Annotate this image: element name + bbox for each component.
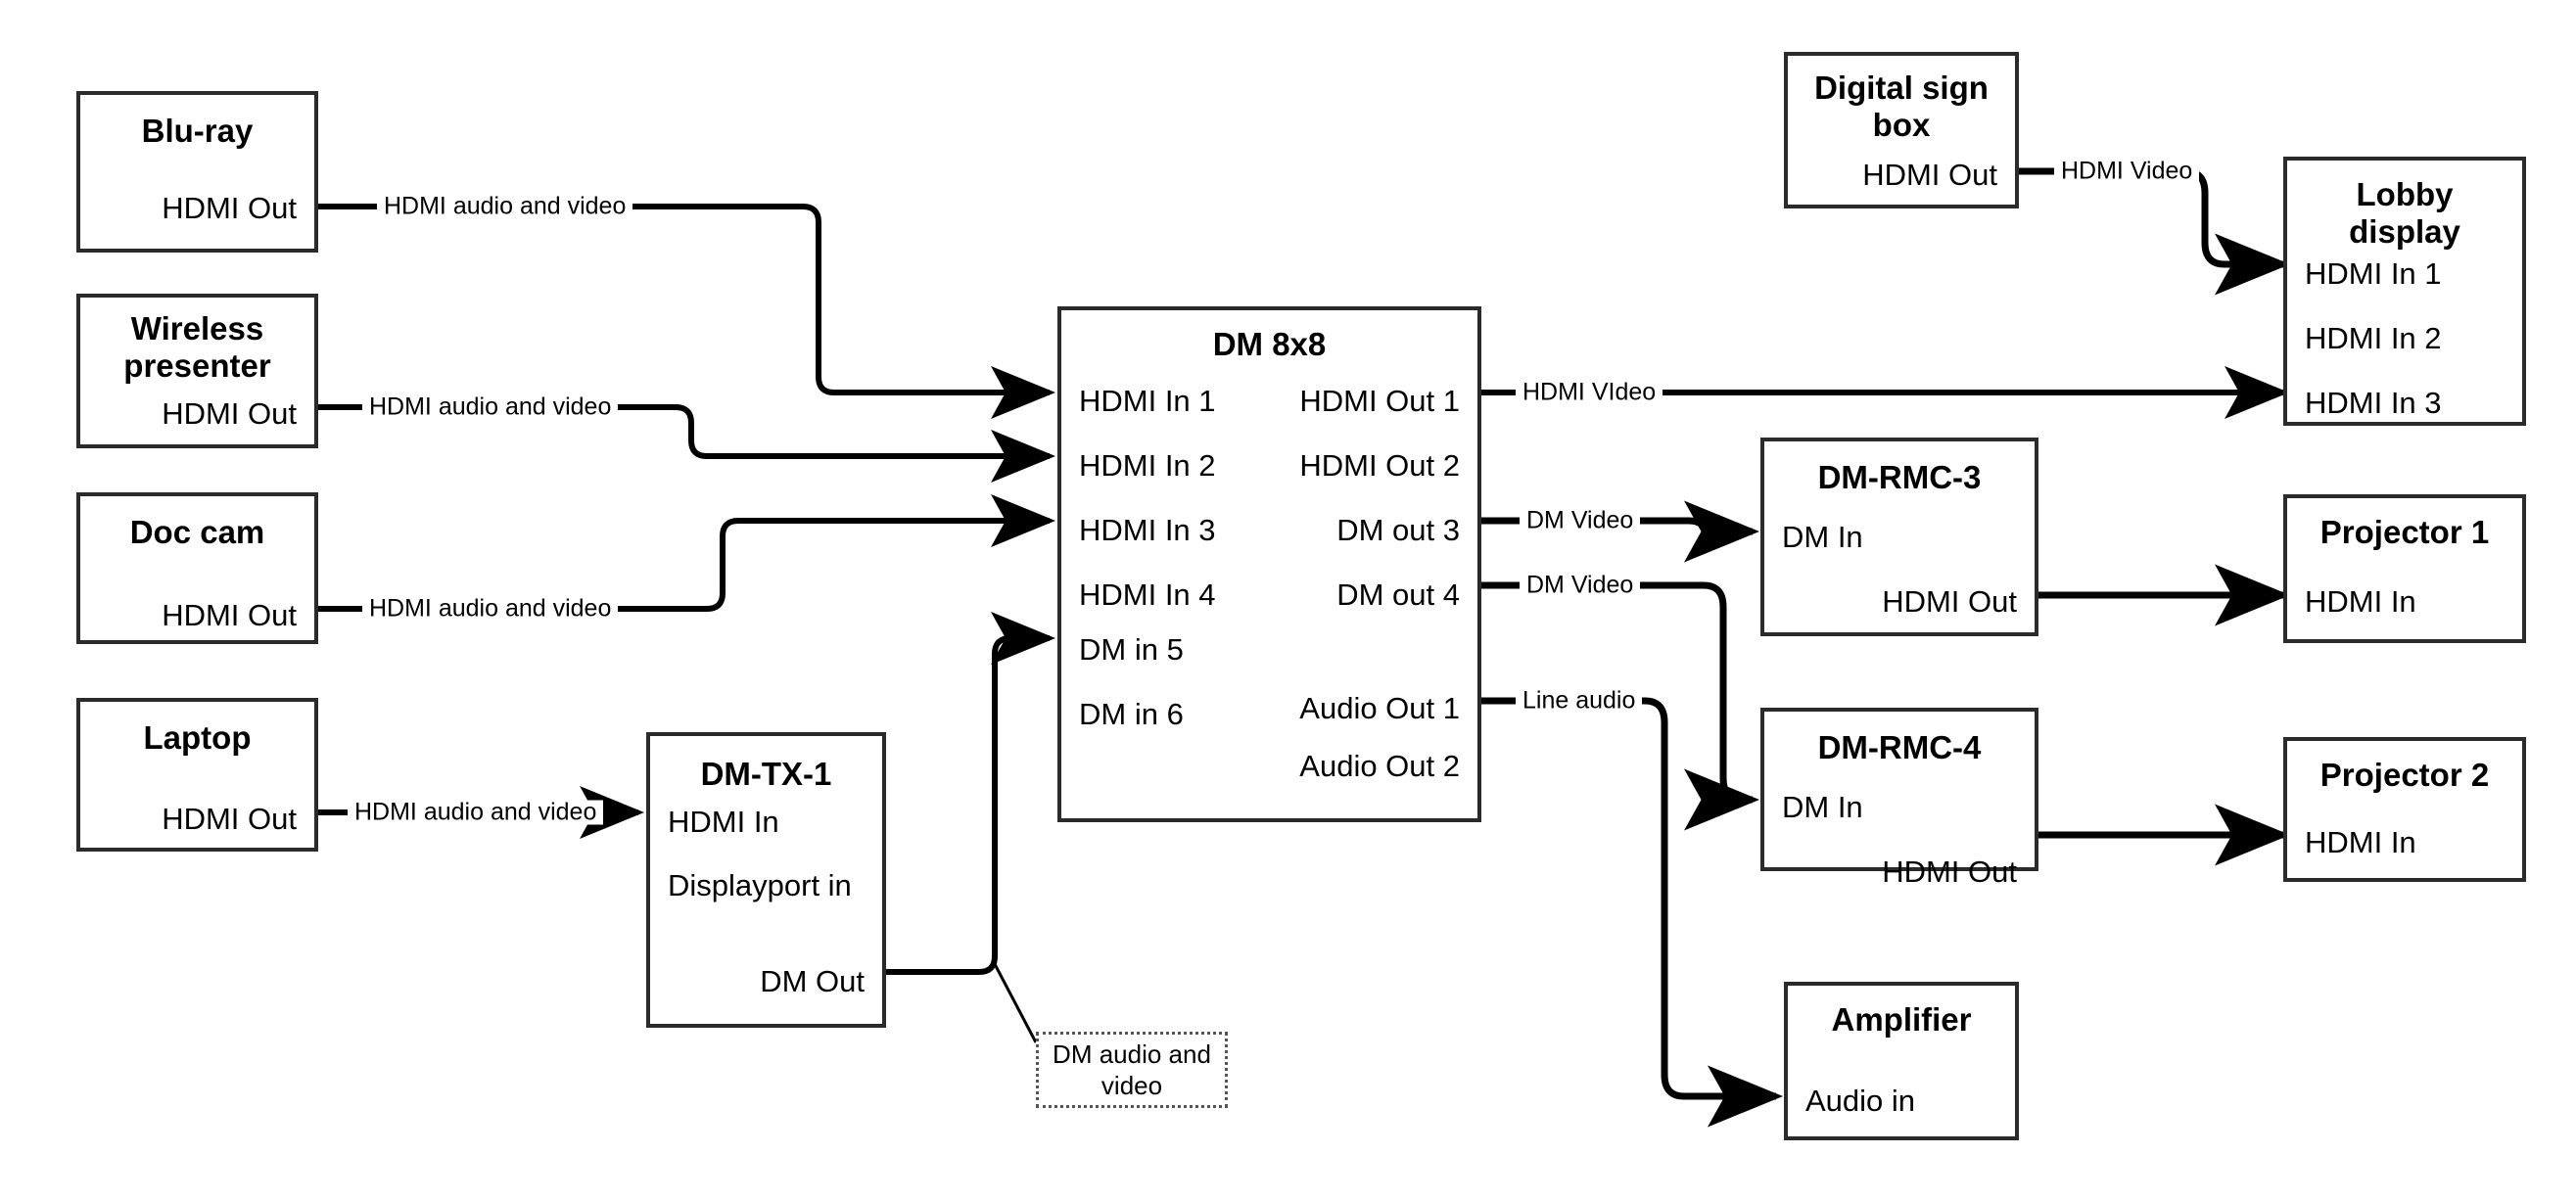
wire-label-dm-out4: DM Video [1520, 573, 1641, 598]
wire-label-dm-out3: DM Video [1520, 508, 1641, 533]
node-dm-8x8[interactable]: DM 8x8 HDMI In 1 HDMI In 2 HDMI In 3 HDM… [1057, 306, 1481, 822]
node-dm-8x8-input-dm-in-5[interactable]: DM in 5 [1079, 632, 1184, 667]
node-amplifier[interactable]: Amplifier Audio in [1784, 982, 2019, 1140]
node-projector-1[interactable]: Projector 1 HDMI In [2283, 494, 2526, 643]
node-lobby-display-input-hdmi-in-3[interactable]: HDMI In 3 [2305, 386, 2442, 420]
node-dm-8x8-output-dm-out-3[interactable]: DM out 3 [1336, 513, 1460, 547]
node-bluray-port-hdmi-out[interactable]: HDMI Out [162, 191, 297, 225]
node-doc-cam-port-hdmi-out[interactable]: HDMI Out [162, 598, 297, 632]
node-dm-rmc-3-port-dm-in[interactable]: DM In [1782, 520, 1863, 554]
wire-label-dm-out1: HDMI VIdeo [1516, 380, 1663, 405]
node-dm-rmc-4-port-hdmi-out[interactable]: HDMI Out [1882, 855, 2017, 889]
wire-label-doccam: HDMI audio and video [362, 596, 619, 622]
node-projector-1-title: Projector 1 [2319, 514, 2490, 550]
node-dm-8x8-input-hdmi-in-1[interactable]: HDMI In 1 [1079, 384, 1216, 418]
wire-dmtx1-to-dm8x8 [886, 612, 1055, 975]
node-lobby-display[interactable]: Lobby display HDMI In 1 HDMI In 2 HDMI I… [2283, 157, 2526, 426]
node-dm-rmc-4-port-dm-in[interactable]: DM In [1782, 790, 1863, 824]
node-amplifier-port-audio-in[interactable]: Audio in [1805, 1084, 1916, 1118]
wire-label-sign-to-lobby: HDMI Video [2054, 159, 2200, 184]
wire-dm8x8-audio-to-amplifier [1481, 697, 1783, 1128]
callout-leader-line [993, 963, 1038, 1043]
node-digital-sign-box-title: Digital sign box [1814, 69, 1989, 143]
node-dm-tx-1-title: DM-TX-1 [700, 756, 832, 792]
wire-label-laptop: HDMI audio and video [348, 800, 604, 825]
node-dm-rmc-3-port-hdmi-out[interactable]: HDMI Out [1882, 584, 2017, 619]
node-lobby-display-input-hdmi-in-2[interactable]: HDMI In 2 [2305, 321, 2442, 355]
node-doc-cam[interactable]: Doc cam HDMI Out [76, 492, 318, 644]
node-lobby-display-input-hdmi-in-1[interactable]: HDMI In 1 [2305, 256, 2442, 291]
wire-signbox-to-lobby [2019, 167, 2290, 296]
node-laptop-title: Laptop [143, 719, 252, 756]
node-dm-tx-1-port-displayport-in[interactable]: Displayport in [668, 868, 852, 902]
node-projector-2-port-hdmi-in[interactable]: HDMI In [2305, 825, 2416, 859]
wire-bluray-to-dm8x8 [318, 204, 1055, 419]
node-dm-tx-1[interactable]: DM-TX-1 HDMI In Displayport in DM Out [646, 732, 886, 1028]
node-dm-tx-1-port-hdmi-in[interactable]: HDMI In [668, 805, 779, 839]
node-dm-8x8-output-audio-out-2[interactable]: Audio Out 2 [1299, 749, 1460, 783]
node-dm-8x8-output-audio-out-1[interactable]: Audio Out 1 [1299, 691, 1460, 725]
callout-dm-audio-video: DM audio and video [1036, 1032, 1228, 1108]
node-laptop[interactable]: Laptop HDMI Out [76, 698, 318, 852]
node-dm-8x8-output-hdmi-out-1[interactable]: HDMI Out 1 [1299, 384, 1460, 418]
node-dm-tx-1-port-dm-out[interactable]: DM Out [760, 964, 865, 998]
wire-label-bluray: HDMI audio and video [377, 194, 633, 219]
node-dm-8x8-input-hdmi-in-3[interactable]: HDMI In 3 [1079, 513, 1216, 547]
node-projector-2-title: Projector 2 [2319, 757, 2490, 793]
node-dm-8x8-input-dm-in-6[interactable]: DM in 6 [1079, 697, 1184, 731]
wire-label-line-audio: Line audio [1516, 688, 1643, 714]
node-dm-rmc-4-title: DM-RMC-4 [1817, 729, 1982, 765]
node-dm-8x8-output-hdmi-out-2[interactable]: HDMI Out 2 [1299, 448, 1460, 483]
node-wireless-presenter[interactable]: Wireless presenter HDMI Out [76, 294, 318, 448]
node-dm-rmc-4[interactable]: DM-RMC-4 DM In HDMI Out [1760, 708, 2038, 887]
node-dm-rmc-3[interactable]: DM-RMC-3 DM In HDMI Out [1760, 438, 2038, 636]
node-dm-rmc-3-title: DM-RMC-3 [1817, 459, 1982, 495]
node-wireless-presenter-title: Wireless presenter [123, 310, 271, 384]
node-bluray[interactable]: Blu-ray HDMI Out [76, 91, 318, 253]
node-dm-8x8-output-dm-out-4[interactable]: DM out 4 [1336, 577, 1460, 612]
node-digital-sign-box-port-hdmi-out[interactable]: HDMI Out [1862, 158, 1997, 192]
node-doc-cam-title: Doc cam [129, 514, 265, 550]
node-wireless-presenter-port-hdmi-out[interactable]: HDMI Out [162, 396, 297, 431]
node-dm-8x8-input-hdmi-in-4[interactable]: HDMI In 4 [1079, 577, 1216, 612]
node-bluray-title: Blu-ray [141, 113, 254, 149]
node-dm-8x8-title: DM 8x8 [1212, 326, 1327, 362]
node-digital-sign-box[interactable]: Digital sign box HDMI Out [1784, 52, 2019, 208]
wire-label-wireless: HDMI audio and video [362, 394, 619, 420]
node-dm-8x8-input-hdmi-in-2[interactable]: HDMI In 2 [1079, 448, 1216, 483]
node-amplifier-title: Amplifier [1831, 1001, 1972, 1038]
node-laptop-port-hdmi-out[interactable]: HDMI Out [162, 802, 297, 836]
node-projector-2[interactable]: Projector 2 HDMI In [2283, 737, 2526, 882]
node-lobby-display-title: Lobby display [2349, 176, 2460, 250]
node-projector-1-port-hdmi-in[interactable]: HDMI In [2305, 584, 2416, 619]
